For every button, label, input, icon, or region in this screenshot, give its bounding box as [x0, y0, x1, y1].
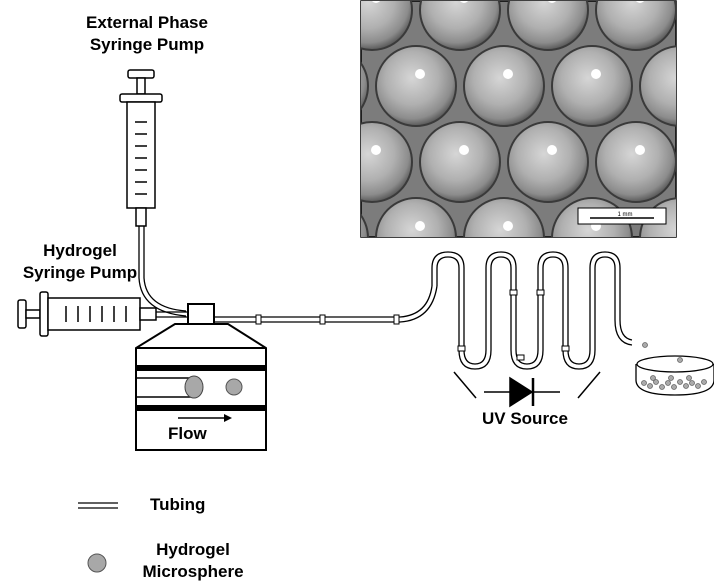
sphere-highlight	[415, 69, 425, 79]
sphere-highlight	[503, 221, 513, 231]
sphere-highlight	[372, 1, 380, 3]
sphere-highlight	[591, 69, 601, 79]
external-phase-syringe-icon	[119, 69, 163, 227]
sphere-highlight	[283, 0, 293, 3]
chip-microsphere	[225, 378, 243, 396]
hydrogel-pump-label-line1: Hydrogel	[43, 241, 117, 260]
micrograph-sphere	[361, 1, 413, 51]
legend-microsphere-line1: Hydrogel	[156, 540, 230, 559]
micrograph-sphere	[507, 121, 589, 203]
micrograph-sphere	[244, 122, 324, 202]
micrograph-sphere	[244, 0, 324, 50]
forming-droplet	[184, 375, 204, 399]
sphere-highlight	[283, 145, 293, 155]
tubing-lines	[138, 226, 633, 370]
sphere-highlight	[283, 297, 293, 307]
micrograph-sphere	[361, 61, 369, 111]
hydrogel-syringe-icon	[17, 291, 157, 337]
sphere-highlight	[459, 145, 469, 155]
scale-bar-box	[577, 207, 667, 225]
micrograph-sphere	[507, 1, 589, 51]
sphere-highlight	[503, 69, 513, 79]
micrograph-sphere	[684, 0, 714, 50]
uv-source-icon	[453, 371, 601, 408]
micrograph-sphere	[551, 45, 633, 127]
micrograph-sphere	[684, 274, 714, 354]
hydrogel-pump-label-line2: Syringe Pump	[22, 263, 138, 282]
external-pump-label-line2: Syringe Pump	[89, 35, 205, 54]
sphere-highlight	[679, 69, 689, 79]
micrograph-sphere	[361, 121, 413, 203]
micrograph-sphere	[508, 274, 588, 354]
uv-source-label: UV Source	[482, 409, 568, 428]
legend-microsphere-swatch	[87, 553, 107, 573]
micrograph-spheres	[244, 0, 714, 354]
flow-label: Flow	[168, 424, 207, 443]
sphere-highlight	[371, 297, 381, 307]
sphere-highlight	[635, 145, 645, 155]
legend	[78, 502, 118, 573]
sphere-highlight	[547, 145, 557, 155]
legend-microsphere-line2: Microsphere	[142, 562, 244, 581]
micrograph-sphere	[419, 1, 501, 51]
sphere-highlight	[327, 221, 337, 231]
micrograph-sphere	[639, 45, 676, 127]
microfluidic-chip	[135, 303, 267, 451]
legend-microsphere-label: Hydrogel Microsphere	[118, 539, 268, 583]
micrograph-sphere	[332, 274, 412, 354]
tubing-connectors	[255, 289, 570, 361]
sphere-highlight	[679, 221, 689, 231]
external-phase-pump-label: External Phase Syringe Pump	[62, 12, 232, 56]
micrograph-sphere	[419, 121, 501, 203]
micrograph-sphere	[361, 213, 369, 237]
collection-dish-icon	[635, 342, 714, 396]
micrograph-sphere	[463, 45, 545, 127]
micrograph-sphere	[684, 122, 714, 202]
hydrogel-pump-label: Hydrogel Syringe Pump	[0, 240, 160, 284]
scale-bar-label: 1 mm	[617, 212, 633, 218]
sphere-highlight	[327, 69, 337, 79]
sphere-highlight	[460, 1, 468, 3]
micrograph-sphere	[463, 197, 545, 237]
micrograph-sphere	[375, 45, 457, 127]
sphere-highlight	[415, 221, 425, 231]
microsphere-micrograph	[244, 0, 714, 354]
external-pump-label-line1: External Phase	[86, 13, 208, 32]
sphere-highlight	[635, 297, 645, 307]
sphere-highlight	[371, 145, 381, 155]
sphere-highlight	[547, 297, 557, 307]
micrograph-sphere	[595, 1, 676, 51]
micrograph-sphere	[595, 121, 676, 203]
micrograph-sphere	[375, 197, 457, 237]
legend-tubing-label: Tubing	[150, 495, 206, 514]
diode-icon	[509, 376, 534, 408]
sphere-highlight	[636, 1, 644, 3]
micrograph-sphere	[596, 274, 676, 354]
sphere-highlight	[548, 1, 556, 3]
